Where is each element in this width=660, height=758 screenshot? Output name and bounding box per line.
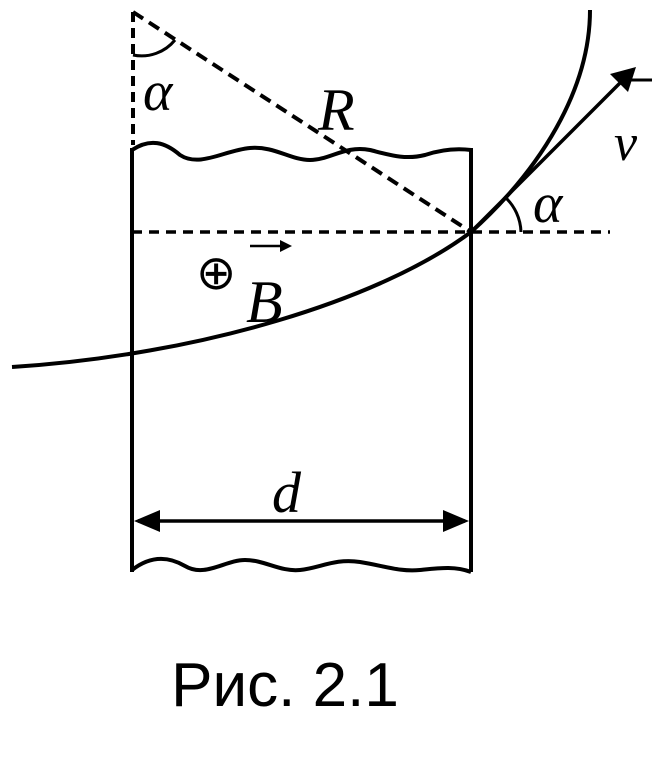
figure-caption: Рис. 2.1 bbox=[171, 651, 399, 720]
particle-trajectory bbox=[11, 9, 592, 369]
region-bottom-break-line bbox=[130, 557, 472, 574]
field-vector-arrow bbox=[250, 240, 292, 252]
velocity-label: v bbox=[614, 115, 638, 172]
field-direction-symbol: ⊕ bbox=[196, 245, 236, 301]
field-region bbox=[130, 140, 473, 574]
width-arrowhead-right bbox=[443, 510, 469, 532]
field-label: B bbox=[246, 269, 283, 335]
velocity-vector-line bbox=[469, 73, 630, 234]
angle-arc-exit bbox=[503, 195, 523, 233]
radius-label: R bbox=[317, 77, 355, 143]
angle-arc-top bbox=[132, 39, 177, 58]
velocity-arrowhead bbox=[610, 67, 636, 92]
angle-label-top: α bbox=[143, 61, 174, 123]
angle-label-exit: α bbox=[533, 173, 564, 235]
radius-dashed-line bbox=[131, 10, 473, 234]
width-arrowhead-left bbox=[134, 510, 160, 532]
width-label: d bbox=[272, 460, 302, 525]
width-dimension bbox=[134, 510, 469, 532]
region-top-break-line bbox=[130, 140, 472, 162]
